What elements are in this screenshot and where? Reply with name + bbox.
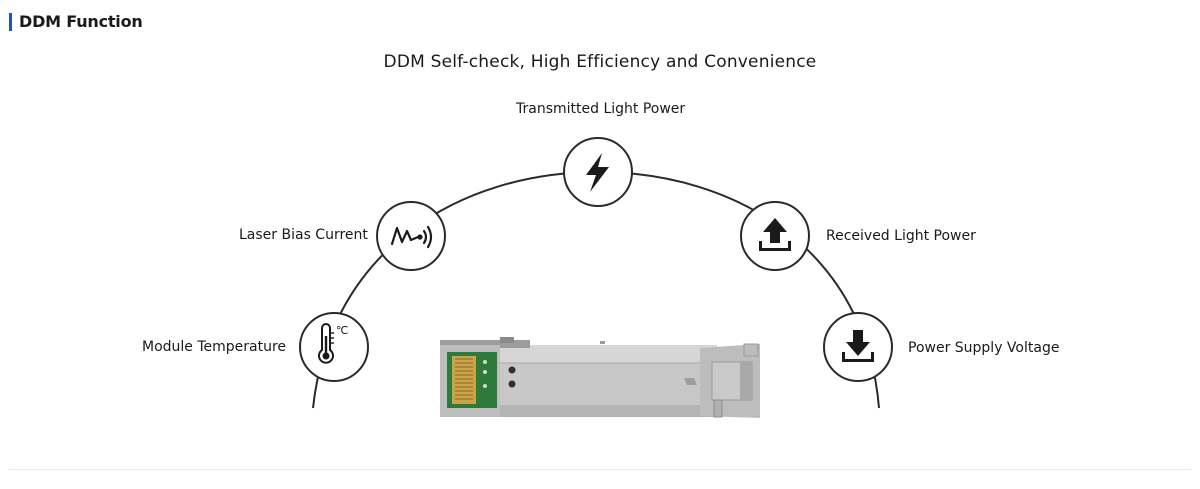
lightning-bolt-icon bbox=[586, 153, 609, 192]
label-transmitted-light-power: Transmitted Light Power bbox=[516, 101, 686, 117]
section-accent-bar bbox=[9, 12, 12, 31]
thermometer-unit: ℃ bbox=[336, 324, 348, 337]
label-module-temperature: Module Temperature bbox=[142, 339, 287, 355]
label-power-supply-voltage: Power Supply Voltage bbox=[908, 340, 1060, 356]
label-laser-bias-current: Laser Bias Current bbox=[239, 227, 368, 243]
waveform-signal-icon bbox=[390, 225, 433, 249]
feature-node-temperature: ℃ bbox=[299, 312, 369, 382]
section-header: DDM Function bbox=[9, 12, 143, 31]
diagram-subtitle: DDM Self-check, High Efficiency and Conv… bbox=[383, 52, 817, 72]
sfp-transceiver-module-icon bbox=[440, 337, 760, 418]
feature-node-received bbox=[740, 201, 810, 271]
section-title: DDM Function bbox=[19, 12, 143, 31]
feature-node-laser-bias bbox=[376, 201, 446, 271]
thermometer-celsius-icon: ℃ bbox=[318, 323, 348, 364]
download-arrow-icon bbox=[842, 330, 874, 362]
footer-divider bbox=[9, 469, 1191, 470]
label-received-light-power: Received Light Power bbox=[826, 228, 976, 244]
feature-node-voltage bbox=[823, 312, 893, 382]
feature-node-transmitted bbox=[563, 137, 633, 207]
upload-arrow-icon bbox=[759, 218, 791, 251]
